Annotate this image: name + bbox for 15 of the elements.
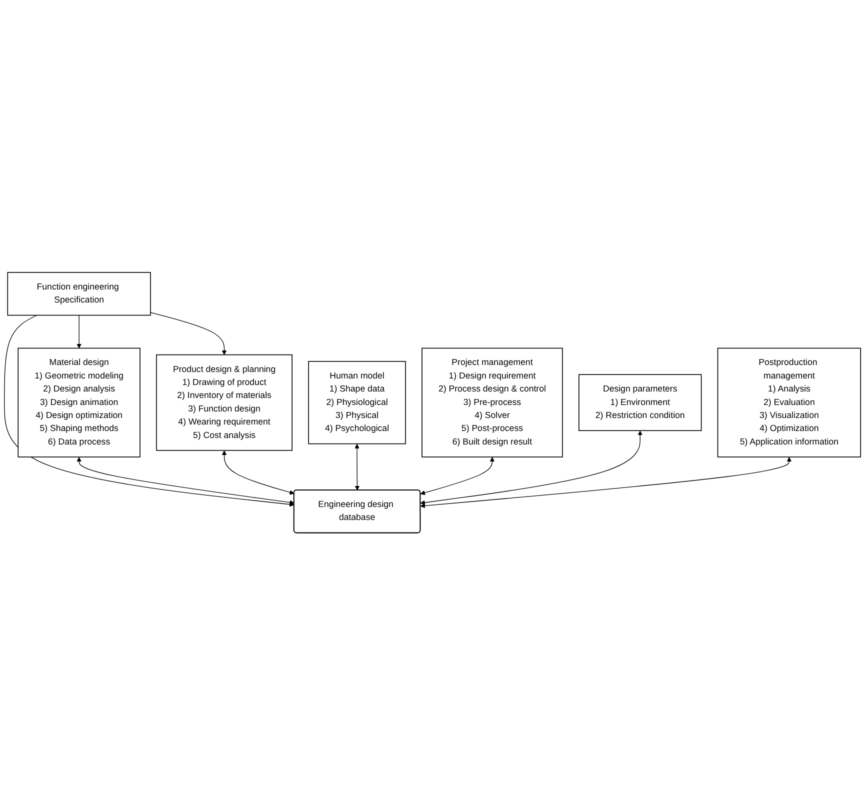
arrow (76, 457, 294, 506)
node-box: Postproduction management 1) Analysis 2) Evaluation 3) Visualization 4) Optimization 5) Application information (717, 348, 862, 458)
node-box: Material design 1) Geometric modeling 2) Design analysis 3) Design animation 4) Design optimization 5) Shaping methods 6) Data process (18, 348, 140, 458)
arrow (420, 457, 495, 496)
arrow (150, 312, 227, 356)
node-box: Design parameters 1) Environment 2) Restriction condition (578, 374, 702, 432)
node-box: Project management 1) Design requirement 2) Process design & control 3) Pre-process 4) Solver 5) Post-process 6) Built design result (422, 348, 563, 458)
arrow (222, 450, 294, 496)
node-box: Human model 1) Shape data 2) Physiological 3) Physical 4) Psychological (308, 361, 406, 445)
node-box: Product design & planning 1) Drawing of product 2) Inventory of materials 3) Function design 4) Wearing requirement 5) Cost analysis (156, 354, 292, 452)
node-box: Function engineering Specification (7, 272, 151, 316)
arrow (420, 431, 643, 506)
arrow (420, 457, 792, 509)
arrow (76, 315, 82, 349)
arrow (354, 444, 360, 491)
